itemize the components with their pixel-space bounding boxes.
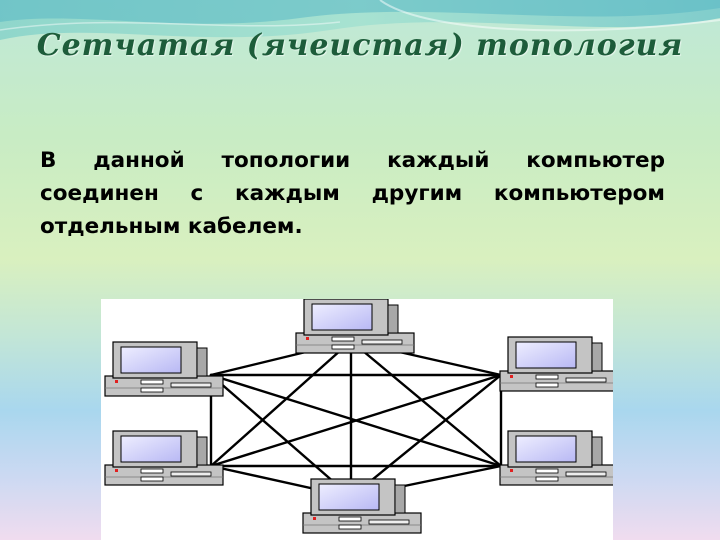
slide-title: Сетчатая (ячеистая) топология [36,28,684,63]
mesh-diagram-svg [104,299,613,534]
desktop-computer-icon [104,430,224,486]
computer-node-bottom [302,478,422,534]
mesh-topology-diagram [101,299,613,540]
desktop-computer-icon [104,341,224,397]
desktop-computer-icon [302,478,422,534]
computer-node-upper-right [499,336,613,392]
computer-node-lower-left [104,430,224,486]
computer-node-top [295,299,415,354]
desktop-computer-icon [499,430,613,486]
computer-node-upper-left [104,341,224,397]
slide-description: В данной топологии каждый компьютер соед… [40,148,665,239]
desktop-computer-icon [499,336,613,392]
computer-node-lower-right [499,430,613,486]
mesh-cables [209,339,503,499]
decorative-wave [0,0,720,40]
desktop-computer-icon [295,299,415,354]
